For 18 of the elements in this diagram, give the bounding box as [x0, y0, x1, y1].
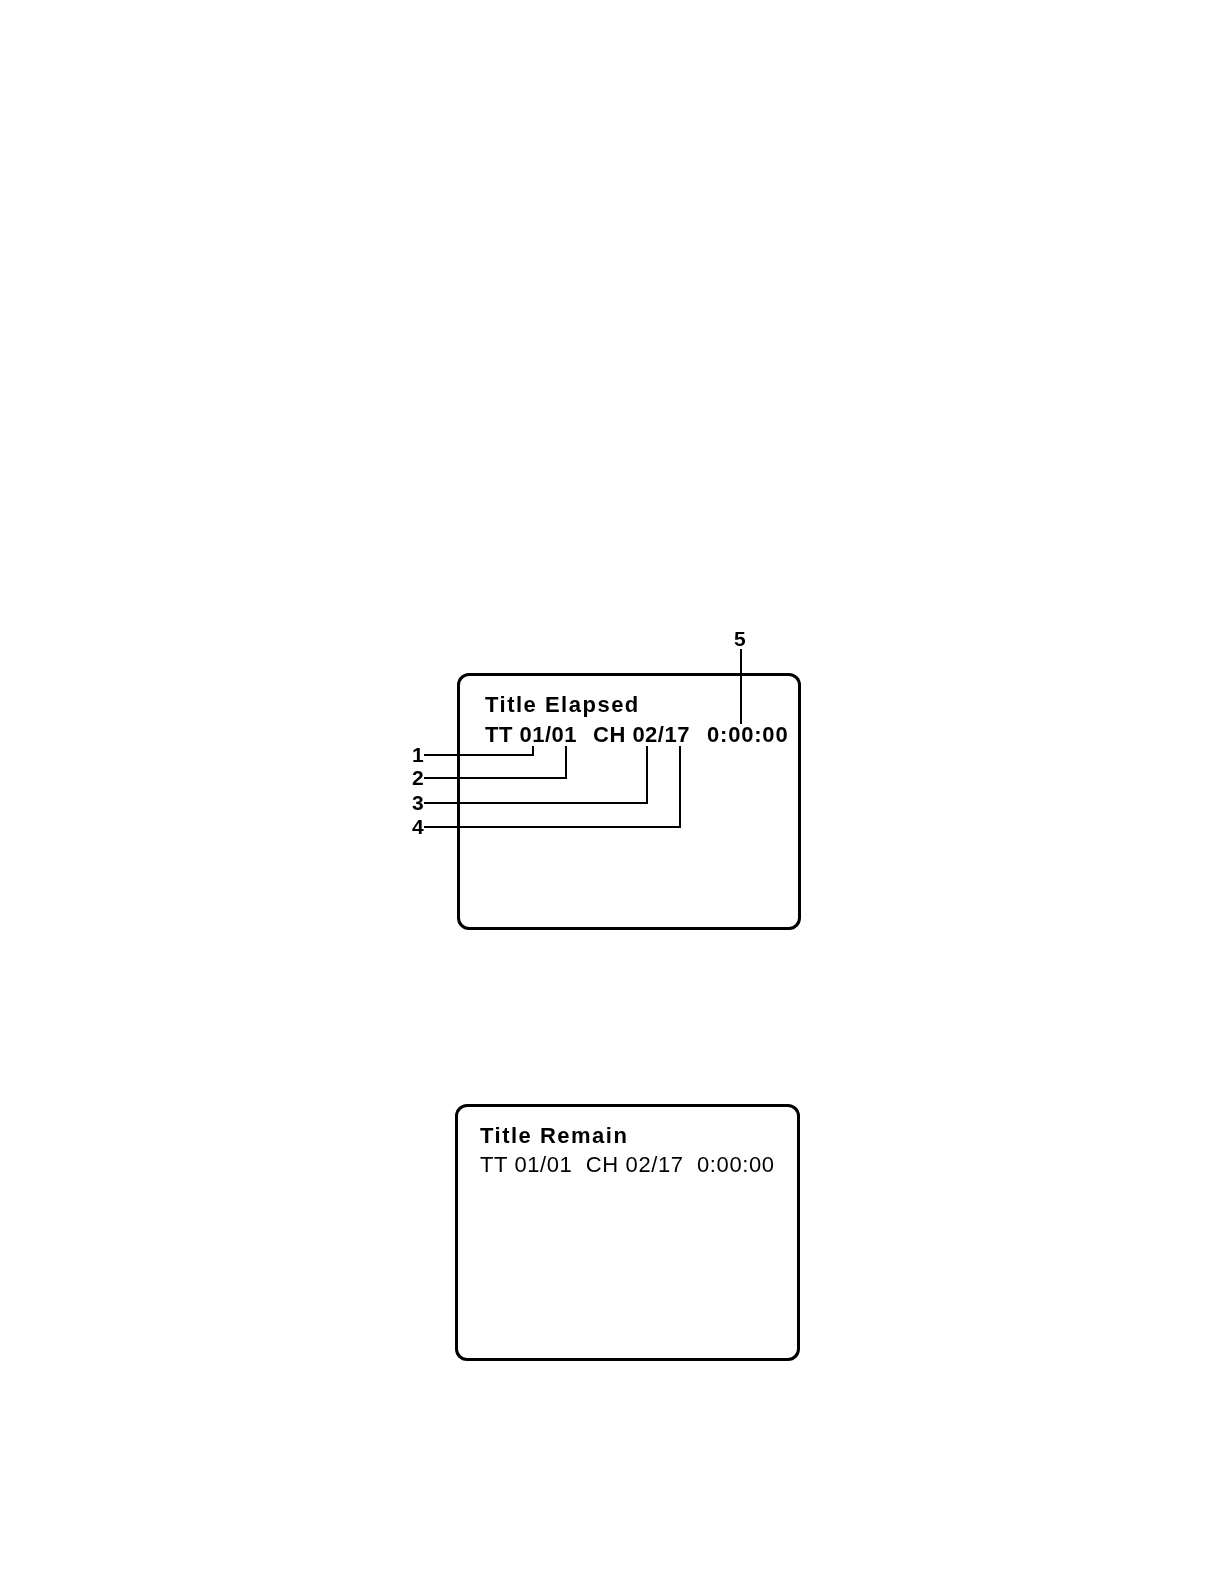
leader-line	[423, 745, 648, 804]
callout-number: 5	[734, 628, 746, 649]
leader-line	[740, 648, 742, 725]
time-counter: 0:00:00	[707, 724, 789, 746]
chapter-counter: CH 02/17	[593, 724, 690, 746]
leader-line	[423, 745, 534, 756]
status-line: TT 01/01 CH 02/17 0:00:00	[480, 1154, 775, 1176]
callout-number: 3	[412, 792, 424, 813]
screen-frame	[455, 1104, 800, 1361]
callout-number: 4	[412, 816, 424, 837]
callout-number: 1	[412, 744, 424, 765]
leader-line	[423, 745, 567, 779]
leader-line	[423, 745, 681, 828]
callout-number: 2	[412, 767, 424, 788]
screen-heading: Title Remain	[480, 1125, 629, 1147]
screen-frame	[457, 673, 801, 930]
screen-heading: Title Elapsed	[485, 694, 640, 716]
title-counter: TT 01/01	[485, 724, 578, 746]
